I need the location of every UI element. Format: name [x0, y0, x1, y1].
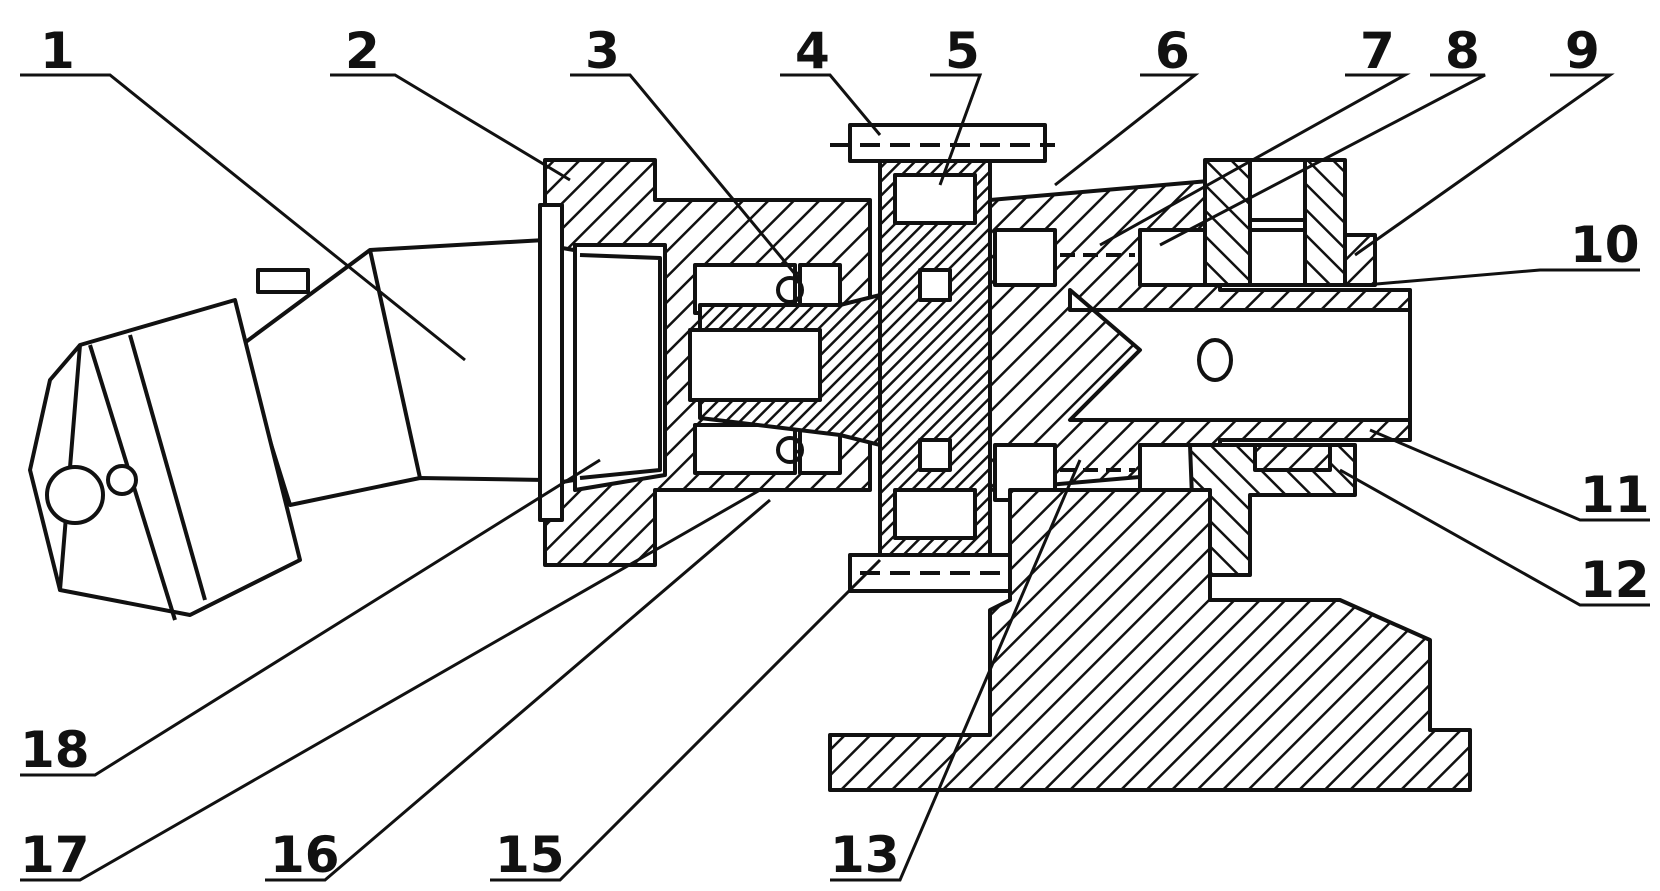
callout-11: 11 — [1580, 466, 1650, 524]
callout-1: 1 — [40, 22, 75, 80]
callout-18: 18 — [20, 721, 90, 779]
end-nut — [1205, 160, 1375, 285]
callout-17: 17 — [20, 826, 90, 884]
callout-8: 8 — [1445, 22, 1480, 80]
callout-5: 5 — [945, 22, 980, 80]
callout-16: 16 — [270, 826, 340, 884]
lower-seal — [1190, 445, 1355, 575]
callout-3: 3 — [585, 22, 620, 80]
callout-12: 12 — [1580, 551, 1650, 609]
callout-7: 7 — [1360, 22, 1395, 80]
callout-4: 4 — [795, 22, 830, 80]
callout-2: 2 — [345, 22, 380, 80]
motor-body — [30, 240, 545, 620]
callout-6: 6 — [1155, 22, 1190, 80]
callout-9: 9 — [1565, 22, 1600, 80]
callout-10: 10 — [1570, 216, 1640, 274]
callout-13: 13 — [830, 826, 900, 884]
callout-15: 15 — [495, 826, 565, 884]
